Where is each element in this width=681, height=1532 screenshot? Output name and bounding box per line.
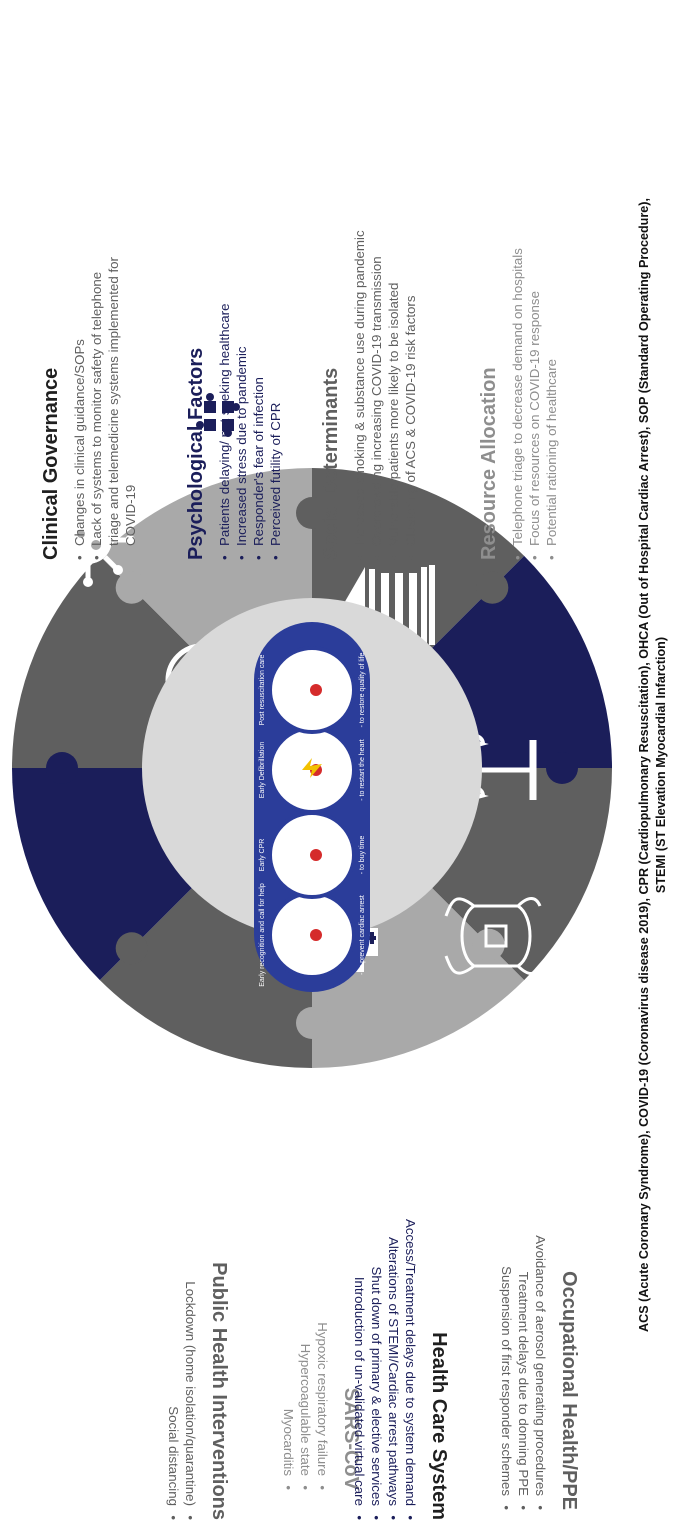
- social-determinants-list: Increased smoking & substance use during…: [351, 20, 419, 560]
- block-clinical-governance: Clinical Governance Changes in clinical …: [40, 20, 139, 560]
- list-item: Focus of resources on COVID-19 response: [526, 20, 543, 560]
- health-care-list: Access/Treatment delays due to system de…: [351, 835, 419, 1520]
- clinical-governance-title: Clinical Governance: [40, 367, 62, 560]
- list-item: Telephone triage to decrease demand on h…: [509, 20, 526, 560]
- block-psychological: Psychological Factors Patients delaying/…: [185, 20, 284, 560]
- list-item: Clustering of ACS & COVID-19 risk factor…: [402, 20, 419, 560]
- footer-line-2: STEMI (ST Elevation Myocardial Infarctio…: [654, 636, 668, 894]
- right-panel-1: Clinical Governance Changes in clinical …: [40, 20, 159, 560]
- puzzle-knob: [476, 571, 509, 604]
- psychological-list: Patients delaying/ not seeking healthcar…: [216, 20, 284, 560]
- left-panel-4: Occupational Health/PPE Avoidance of aer…: [478, 835, 580, 1510]
- block-health-care: Health Care System Access/Treatment dela…: [351, 835, 450, 1520]
- list-item: Access/Treatment delays due to system de…: [402, 835, 419, 1520]
- clinical-governance-list: Changes in clinical guidance/SOPs Lack o…: [71, 20, 139, 560]
- list-item: Perceived futility of CPR: [267, 20, 284, 560]
- occupational-list: Avoidance of aerosol generating procedur…: [498, 835, 549, 1510]
- chain-sublabel: - to restart the heart: [359, 739, 366, 801]
- list-item: Lockdown (home isolation/quarantine): [182, 840, 199, 1520]
- footer-line-1: ACS (Acute Coronary Syndrome), COVID-19 …: [637, 198, 651, 1332]
- block-resource-allocation: Resource Allocation Telephone triage to …: [478, 20, 560, 560]
- social-determinants-title: Social Determinants: [320, 367, 342, 560]
- resource-allocation-title: Resource Allocation: [478, 367, 500, 560]
- puzzle-knob: [296, 497, 328, 529]
- block-occupational: Occupational Health/PPE Avoidance of aer…: [498, 835, 580, 1510]
- public-health-list: Lockdown (home isolation/quarantine) Soc…: [165, 840, 199, 1520]
- lightning-icon: [302, 758, 322, 778]
- list-item: Suspension of first responder schemes: [498, 835, 515, 1510]
- puzzle-knob: [115, 571, 148, 604]
- list-item: Treatment delays due to donning PPE: [515, 835, 532, 1510]
- list-item: Vulnerable patients more likely to be is…: [385, 20, 402, 560]
- list-item: Increased smoking & substance use during…: [351, 20, 368, 560]
- chain-label: Early CPR: [259, 839, 266, 872]
- resource-allocation-list: Telephone triage to decrease demand on h…: [509, 20, 560, 560]
- list-item: Alterations of STEMI/Cardiac arrest path…: [385, 835, 402, 1520]
- list-item: Responder's fear of infection: [250, 20, 267, 560]
- list-item: Hypoxic respiratory failure: [314, 840, 331, 1490]
- list-item: Lack of systems to monitor safety of tel…: [88, 20, 105, 560]
- right-panel-4: Resource Allocation Telephone triage to …: [478, 20, 580, 560]
- list-item: Hypercoagulable state: [297, 840, 314, 1490]
- list-item: Increased stress due to pandemic: [233, 20, 250, 560]
- block-social-determinants: Social Determinants Increased smoking & …: [320, 20, 419, 560]
- list-item: Introduction of un-validated virtual car…: [351, 835, 368, 1520]
- sars-cov-list: Hypoxic respiratory failure Hypercoagula…: [280, 840, 331, 1490]
- chain-label: Post resuscitation care: [259, 654, 266, 725]
- list-item: Potential rationing of healthcare: [543, 20, 560, 560]
- list-item-cont: COVID-19: [123, 484, 138, 546]
- list-item: Changes in clinical guidance/SOPs: [71, 20, 88, 560]
- block-public-health: Public Health Interventions Lockdown (ho…: [165, 840, 230, 1520]
- psychological-title: Psychological Factors: [185, 347, 207, 560]
- heart-icon: [310, 684, 322, 696]
- right-panel-3: Social Determinants Increased smoking & …: [320, 20, 439, 560]
- abbreviations-footer: ACS (Acute Coronary Syndrome), COVID-19 …: [636, 15, 670, 1515]
- list-item: Overcrowding increasing COVID-19 transmi…: [368, 20, 385, 560]
- public-health-title: Public Health Interventions: [208, 1262, 230, 1520]
- puzzle-knob: [115, 932, 148, 965]
- list-item: Myocarditis: [280, 840, 297, 1490]
- list-item: Avoidance of aerosol generating procedur…: [532, 835, 549, 1510]
- occupational-title: Occupational Health/PPE: [558, 1271, 580, 1510]
- list-item: Social distancing: [165, 840, 182, 1520]
- chain-sublabel: - to restore quality of life: [359, 653, 366, 728]
- left-panel-2: Public Health Interventions Lockdown (ho…: [145, 840, 230, 1520]
- list-item-cont: triage and telemedicine systems implemen…: [106, 257, 121, 546]
- list-item: Shut down of primary & elective services: [368, 835, 385, 1520]
- right-panel-2: Psychological Factors Patients delaying/…: [185, 20, 304, 560]
- chain-label: Early Defibrillation: [259, 742, 266, 799]
- list-item: Patients delaying/ not seeking healthcar…: [216, 20, 233, 560]
- health-care-title: Health Care System: [428, 1332, 450, 1520]
- left-panel-3: Health Care System Access/Treatment dela…: [331, 835, 450, 1520]
- puzzle-knob: [46, 752, 78, 784]
- chain-label: Early recognition and call for help: [259, 883, 266, 987]
- puzzle-knob: [546, 752, 578, 784]
